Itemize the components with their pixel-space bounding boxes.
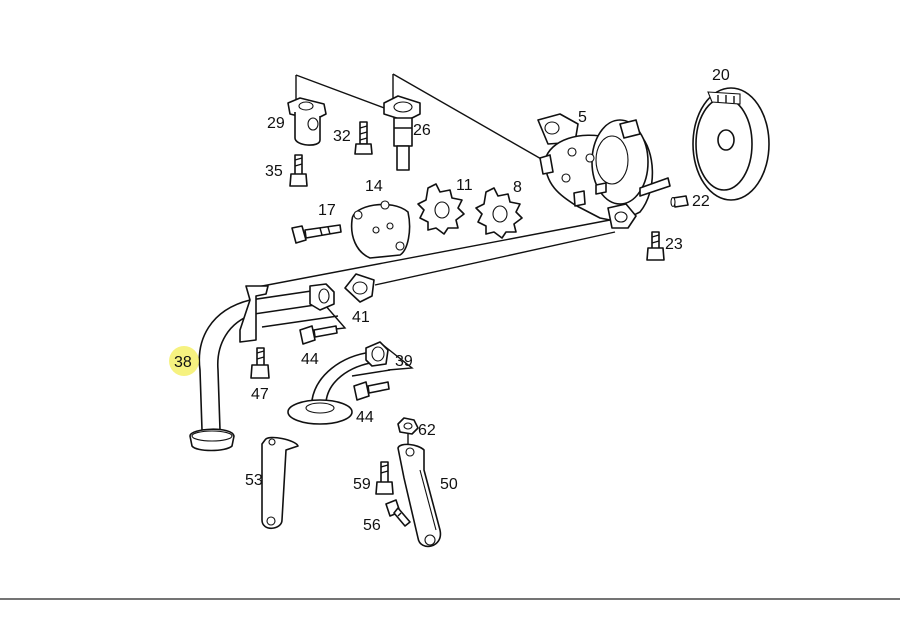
label-part-35[interactable]: 35: [265, 163, 283, 180]
part-29-fitting[interactable]: [287, 97, 327, 146]
part-8-gear[interactable]: [475, 187, 523, 239]
label-part-5[interactable]: 5: [578, 109, 587, 126]
label-part-56[interactable]: 56: [363, 517, 381, 534]
label-part-29[interactable]: 29: [267, 115, 285, 132]
part-44-bolt-upper[interactable]: [299, 325, 338, 345]
part-39-strainer[interactable]: [287, 341, 389, 425]
label-part-32[interactable]: 32: [333, 128, 351, 145]
part-5-pump-housing[interactable]: [537, 113, 671, 229]
part-11-gear[interactable]: [417, 183, 465, 235]
part-14-cover[interactable]: [350, 200, 411, 259]
label-part-8[interactable]: 8: [513, 179, 522, 196]
part-38-highlight: [169, 346, 199, 376]
label-part-11[interactable]: 11: [456, 177, 473, 194]
label-part-38[interactable]: 38: [174, 354, 192, 371]
label-part-23[interactable]: 23: [665, 236, 683, 253]
part-62-nut[interactable]: [397, 417, 419, 435]
part-35-bolt[interactable]: [289, 154, 308, 187]
label-part-22[interactable]: 22: [692, 193, 710, 210]
part-23-bolt[interactable]: [646, 231, 665, 261]
label-part-44-lower[interactable]: 44: [356, 409, 374, 426]
part-22-pin[interactable]: [670, 195, 689, 208]
part-50-bracket[interactable]: [397, 443, 442, 548]
label-part-20[interactable]: 20: [712, 67, 730, 84]
label-part-39[interactable]: 39: [395, 353, 413, 370]
label-part-62[interactable]: 62: [418, 422, 436, 439]
label-part-17[interactable]: 17: [318, 202, 336, 219]
part-44-bolt-lower[interactable]: [353, 381, 390, 401]
label-part-14[interactable]: 14: [365, 178, 383, 195]
part-56-bolt[interactable]: [385, 499, 411, 527]
part-20-pulley[interactable]: [692, 87, 770, 201]
part-47-bolt[interactable]: [250, 347, 270, 379]
part-41-gasket[interactable]: [344, 273, 375, 303]
label-part-50[interactable]: 50: [440, 476, 458, 493]
label-part-53[interactable]: 53: [245, 472, 263, 489]
label-part-47[interactable]: 47: [251, 386, 269, 403]
label-part-59[interactable]: 59: [353, 476, 371, 493]
part-26-valve[interactable]: [383, 95, 421, 171]
callout-labels: 20 5 29 32 26 35 14 11 8 22 17 23 41 38 …: [174, 67, 730, 534]
label-part-41[interactable]: 41: [352, 309, 370, 326]
part-59-stud[interactable]: [375, 461, 394, 495]
leader-lines: [256, 73, 616, 450]
label-part-44-upper[interactable]: 44: [301, 351, 319, 368]
part-53-bracket[interactable]: [261, 436, 299, 530]
part-17-bolt[interactable]: [291, 224, 342, 244]
part-38-suction-pipe[interactable]: [189, 283, 335, 452]
label-part-26[interactable]: 26: [413, 122, 431, 139]
part-32-bolt[interactable]: [354, 121, 373, 155]
